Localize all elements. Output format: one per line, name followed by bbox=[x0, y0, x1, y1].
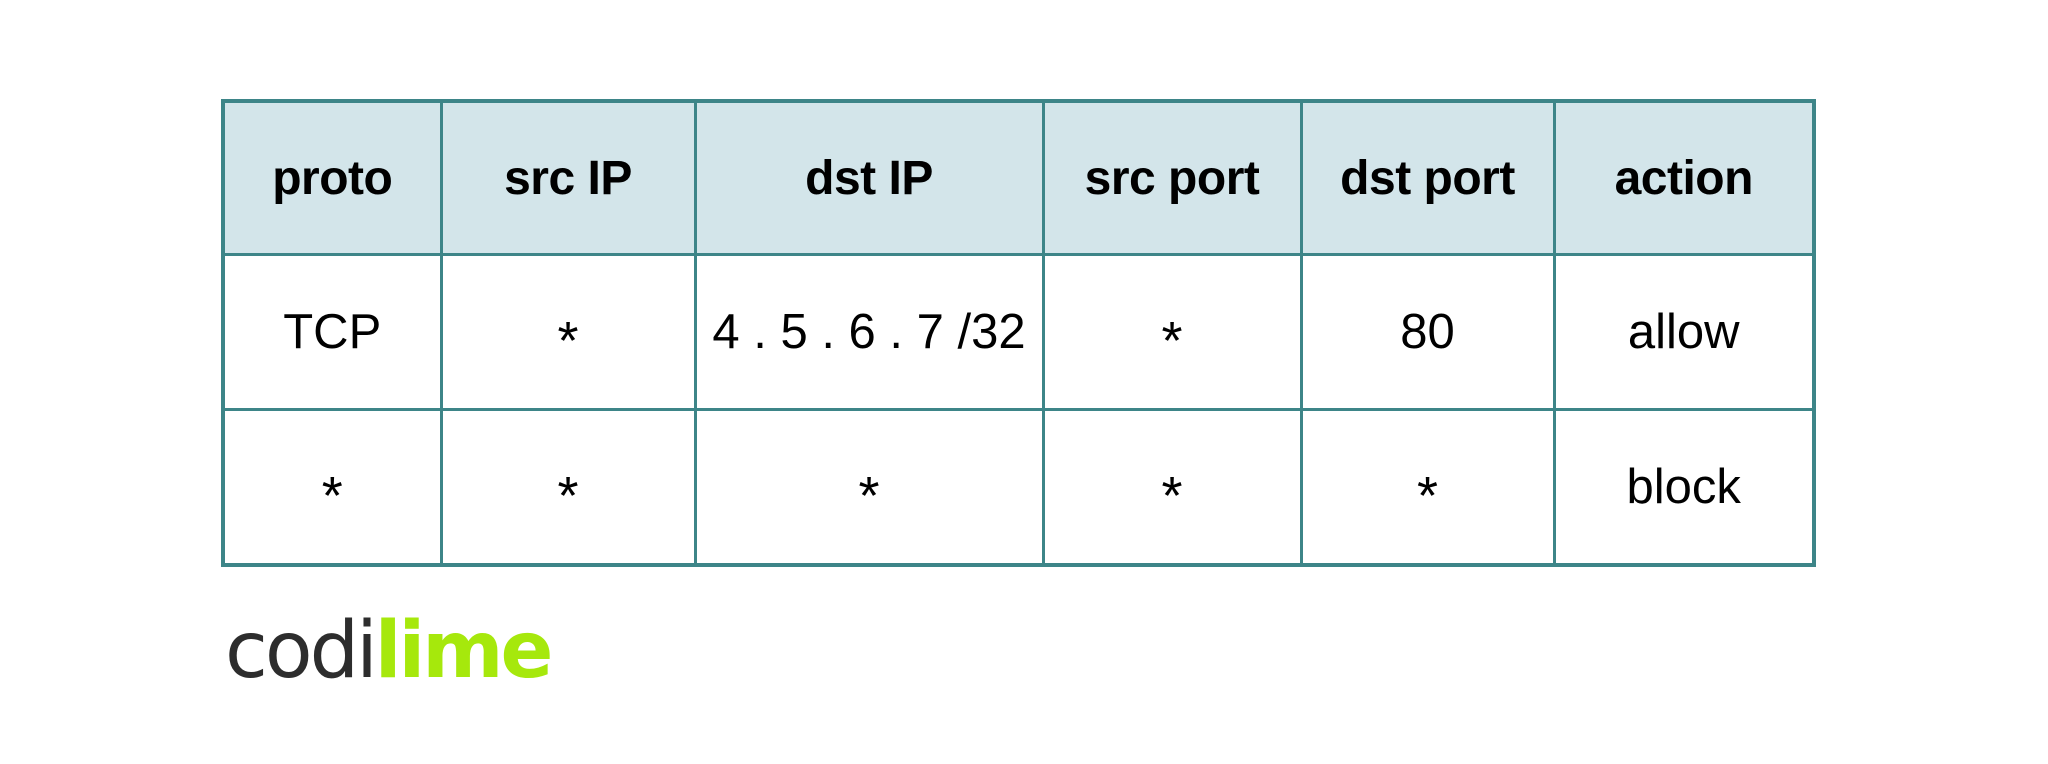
codilime-logo: codilime bbox=[225, 612, 553, 690]
header-proto: proto bbox=[221, 99, 443, 256]
cell-dst-port: * bbox=[1299, 408, 1556, 567]
cell-src-port: * bbox=[1041, 408, 1303, 567]
cell-action: block bbox=[1552, 408, 1816, 567]
cell-src-ip: * bbox=[439, 253, 697, 411]
cell-action: allow bbox=[1552, 253, 1816, 411]
cell-proto: TCP bbox=[221, 253, 443, 411]
cell-src-ip: * bbox=[439, 408, 697, 567]
table-row: * * * * * block bbox=[221, 408, 1816, 567]
header-src-ip: src IP bbox=[439, 99, 697, 256]
cell-dst-ip: * bbox=[693, 408, 1045, 567]
logo-text-lime: lime bbox=[374, 606, 554, 696]
header-dst-ip: dst IP bbox=[693, 99, 1045, 256]
cell-dst-port: 80 bbox=[1299, 253, 1556, 411]
header-dst-port: dst port bbox=[1299, 99, 1556, 256]
header-row: proto src IP dst IP src port dst port ac… bbox=[221, 99, 1816, 256]
table-row: TCP * 4 . 5 . 6 . 7 /32 * 80 allow bbox=[221, 253, 1816, 411]
firewall-rules-table: proto src IP dst IP src port dst port ac… bbox=[221, 99, 1816, 567]
header-src-port: src port bbox=[1041, 99, 1303, 256]
cell-dst-ip: 4 . 5 . 6 . 7 /32 bbox=[693, 253, 1045, 411]
cell-src-port: * bbox=[1041, 253, 1303, 411]
header-action: action bbox=[1552, 99, 1816, 256]
logo-text-codi: codi bbox=[225, 606, 378, 696]
cell-proto: * bbox=[221, 408, 443, 567]
